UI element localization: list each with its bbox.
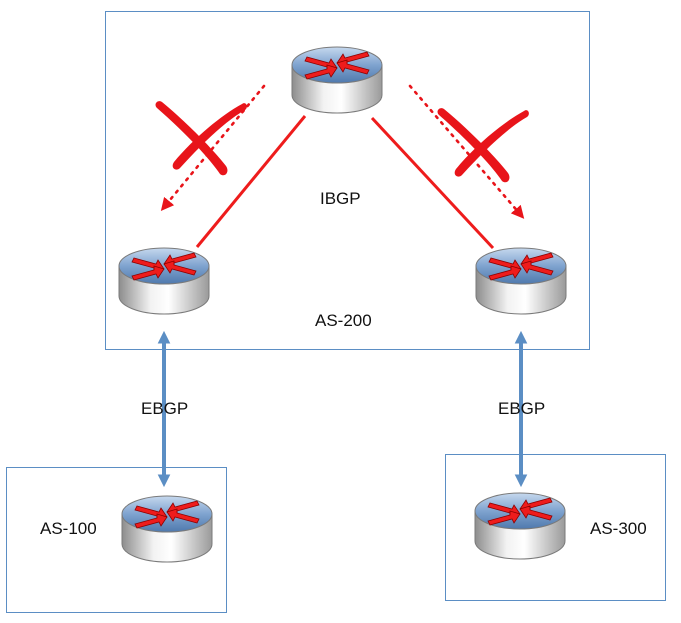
as-300-box: [445, 454, 666, 601]
ebgp-right-label: EBGP: [498, 399, 546, 418]
as-100-box: [6, 467, 227, 613]
as-100-label: AS-100: [40, 519, 97, 538]
ibgp-label: IBGP: [320, 189, 361, 208]
router-icon: [121, 495, 213, 563]
ibgp-link-left: [195, 115, 307, 248]
ibgp-link-right: [370, 116, 495, 250]
as-300-label: AS-300: [590, 519, 647, 538]
ebgp-left-label: EBGP: [141, 399, 189, 418]
blocked-advertisement-right: [408, 84, 525, 219]
router-icon: [474, 492, 566, 560]
cross-mark-icon: [155, 101, 247, 176]
blocked-advertisement-left: [160, 84, 266, 212]
router-icon: [118, 247, 210, 315]
as-200-box: [105, 11, 590, 350]
as-200-label: AS-200: [315, 311, 372, 330]
router-icon: [291, 46, 383, 114]
router-icon: [475, 247, 567, 315]
